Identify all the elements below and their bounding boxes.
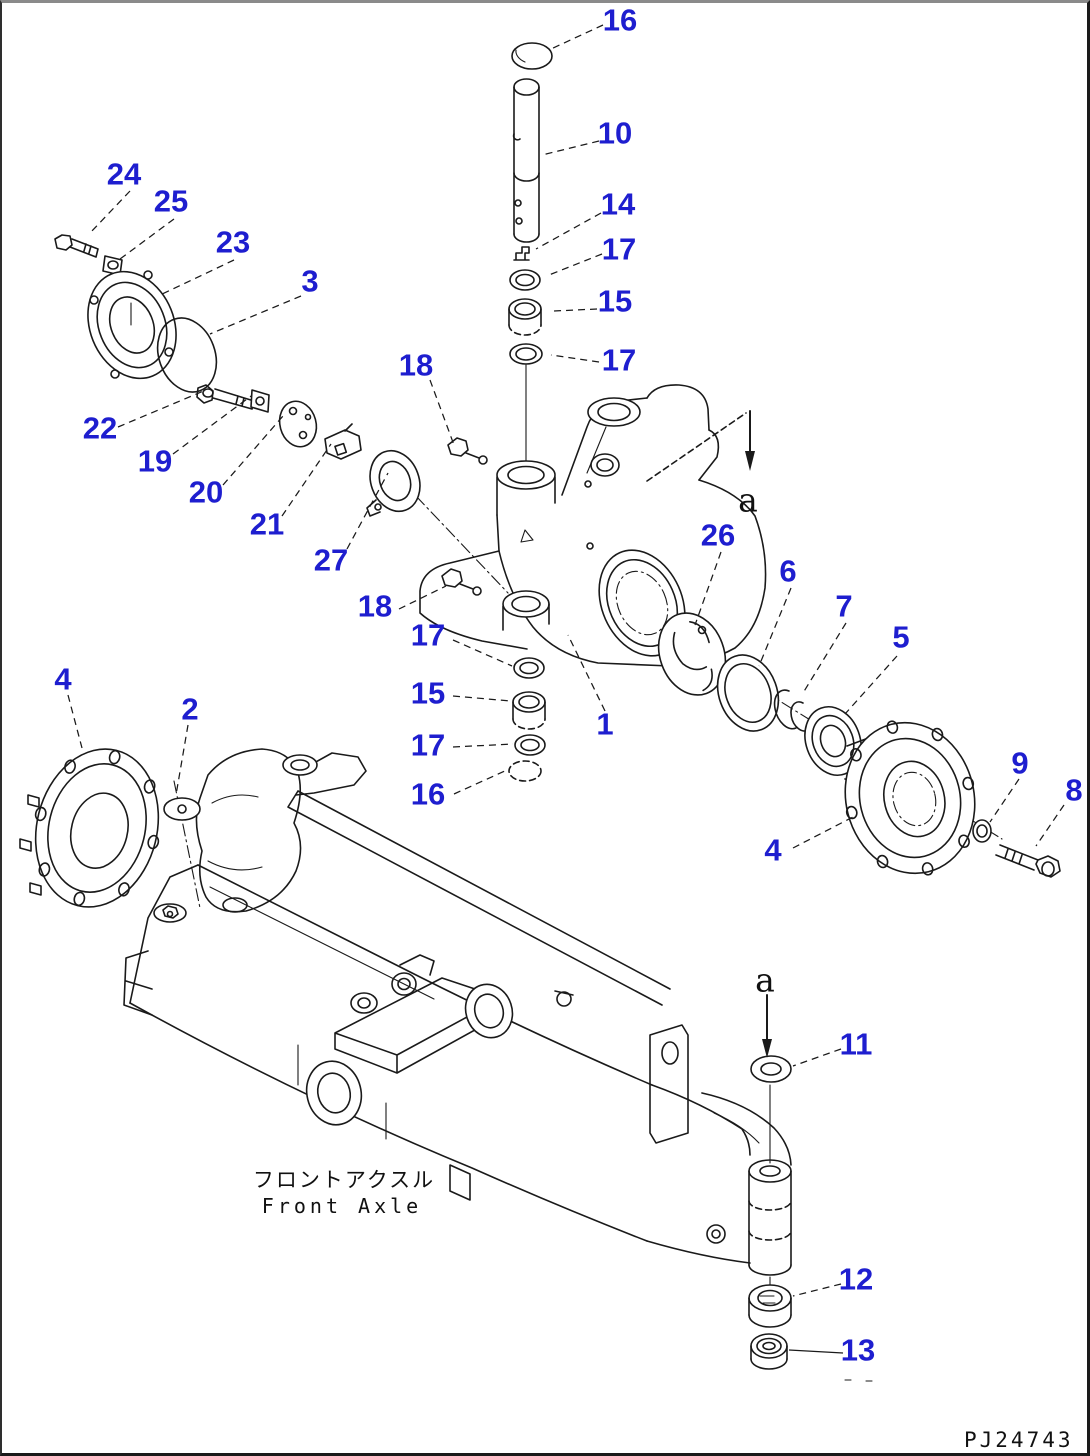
callout-15-a: 15 — [597, 283, 633, 319]
callout-6: 6 — [779, 553, 797, 589]
callout-17-a: 17 — [601, 231, 637, 267]
steering-knuckle — [419, 384, 767, 782]
callout-4-left: 4 — [54, 661, 72, 697]
callout-4-hub: 4 — [764, 832, 782, 868]
leader-lines — [67, 24, 1065, 1354]
callout-3: 3 — [301, 263, 319, 299]
king-pin-parts — [508, 42, 553, 468]
callout-8: 8 — [1065, 772, 1083, 808]
callout-21: 21 — [249, 506, 285, 542]
callout-20: 20 — [188, 474, 224, 510]
callout-5: 5 — [892, 619, 910, 655]
callout-17-c: 17 — [410, 617, 446, 653]
callout-16-top: 16 — [602, 2, 638, 38]
callout-18-lower: 18 — [357, 588, 393, 624]
thrust-washer-parts — [748, 1055, 873, 1382]
callout-11: 11 — [839, 1026, 873, 1062]
axle-housing — [19, 748, 792, 1290]
hub-and-bearing-parts — [657, 612, 1061, 878]
section-label-a-upper: a — [738, 480, 758, 520]
callout-22: 22 — [82, 410, 118, 446]
callout-15-b: 15 — [410, 675, 446, 711]
callout-13: 13 — [840, 1332, 876, 1368]
callout-17-b: 17 — [601, 342, 637, 378]
callout-12: 12 — [838, 1261, 874, 1297]
callout-1: 1 — [596, 706, 614, 742]
callout-7: 7 — [835, 588, 853, 624]
section-arrows — [646, 410, 772, 1058]
callout-2: 2 — [181, 691, 199, 727]
callout-10: 10 — [597, 115, 633, 151]
section-label-a-lower: a — [755, 960, 775, 1000]
drawing-number: PJ24743 — [964, 1428, 1074, 1452]
callout-14: 14 — [600, 186, 636, 222]
callout-24: 24 — [106, 156, 142, 192]
caption-english: Front Axle — [261, 1194, 423, 1218]
callout-23: 23 — [215, 224, 251, 260]
caption-japanese: フロントアクスル — [252, 1168, 436, 1192]
callout-17-d: 17 — [410, 727, 446, 763]
callout-25: 25 — [153, 183, 189, 219]
callout-26: 26 — [700, 517, 736, 553]
exploded-view-drawing — [19, 24, 1065, 1382]
callout-18-upper: 18 — [398, 347, 434, 383]
callout-19: 19 — [137, 443, 173, 479]
callout-9: 9 — [1011, 745, 1029, 781]
callout-16-b: 16 — [410, 776, 446, 812]
callout-27: 27 — [313, 542, 349, 578]
cover-and-plate-parts — [54, 234, 421, 517]
